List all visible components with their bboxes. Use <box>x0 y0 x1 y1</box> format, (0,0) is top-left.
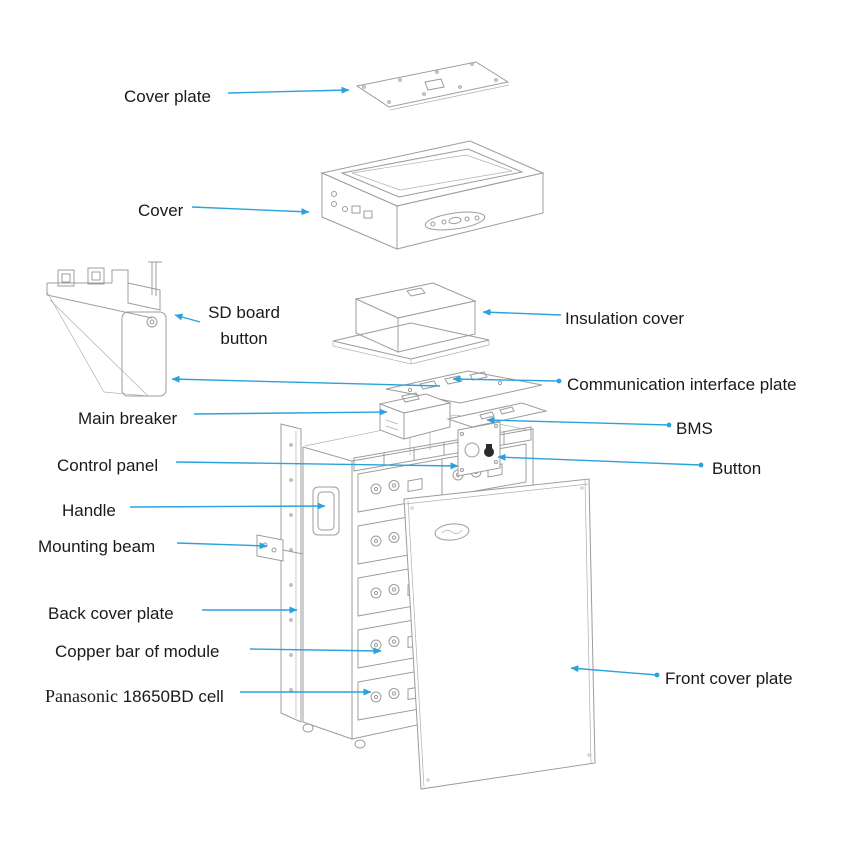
leader-sd-board-button <box>174 313 201 323</box>
label-bms: BMS <box>676 419 713 438</box>
label-control-panel: Control panel <box>57 456 159 475</box>
label-sd-board-button: SD board button <box>208 303 280 348</box>
sd-board-detail-drawing <box>46 261 167 397</box>
leader-mounting-beam <box>176 542 268 550</box>
leader-copper-bar <box>249 647 382 655</box>
leader-cover-plate <box>227 86 350 94</box>
bms-drawing <box>446 402 548 428</box>
label-button: Button <box>712 459 762 478</box>
brand-logo <box>434 523 470 541</box>
leader-communication-interface-plate <box>452 375 560 383</box>
label-cell-brand: Panasonic <box>45 686 118 706</box>
insulation-cover-drawing <box>332 282 490 365</box>
main-breaker-drawing <box>378 392 452 440</box>
leader-front-cover-plate <box>570 665 658 676</box>
label-insulation-cover: Insulation cover <box>565 309 685 328</box>
label-copper-bar: Copper bar of module <box>55 642 220 661</box>
label-mounting-beam: Mounting beam <box>38 537 156 556</box>
label-communication-interface-plate: Communication interface plate <box>567 375 797 394</box>
label-back-cover-plate: Back cover plate <box>48 604 174 623</box>
leader-cover <box>191 206 310 216</box>
front-cover-plate-drawing <box>403 478 596 790</box>
label-cell: Panasonic 18650BD cell <box>45 683 224 710</box>
bullet-dot <box>698 462 704 468</box>
leader-control-panel <box>175 461 459 470</box>
bullet-dot <box>666 422 672 428</box>
bullet-dot <box>556 378 562 384</box>
leader-lines <box>129 86 704 696</box>
leader-sd-detail-link <box>171 375 441 387</box>
leader-button <box>497 453 702 466</box>
label-front-cover-plate: Front cover plate <box>665 669 793 688</box>
leader-bms <box>486 416 670 426</box>
label-main-breaker: Main breaker <box>78 409 178 428</box>
cover-plate-drawing <box>355 61 510 111</box>
label-cell-model: 18650BD cell <box>122 687 224 706</box>
leader-insulation-cover <box>482 308 562 316</box>
label-handle: Handle <box>62 501 116 520</box>
cover-drawing <box>320 140 545 250</box>
bullet-dot <box>654 672 660 678</box>
label-cover-plate: Cover plate <box>124 87 211 106</box>
control-panel-drawing <box>457 421 501 477</box>
button-drawing <box>484 444 494 457</box>
leader-handle <box>129 502 326 510</box>
leader-main-breaker <box>193 408 388 416</box>
label-cover: Cover <box>138 201 184 220</box>
